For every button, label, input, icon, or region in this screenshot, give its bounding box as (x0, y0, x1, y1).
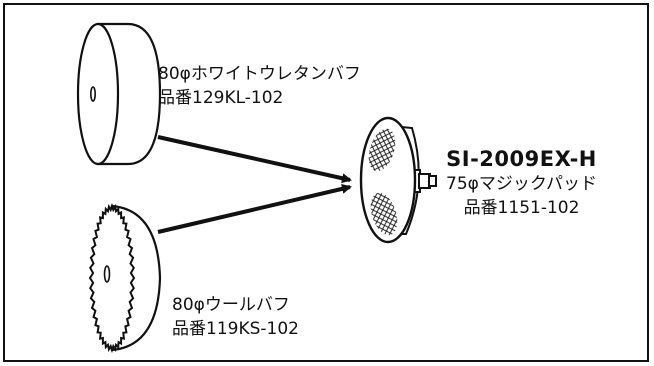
arrow-white-buff-to-pad (157, 135, 352, 184)
magic-pad-model: SI-2009EX-H (446, 147, 597, 171)
white-buff-label: 80φホワイトウレタンバフ 品番129KL-102 (158, 62, 361, 110)
white-urethane-buff-illustration (76, 22, 162, 166)
arrow-wool-buff-to-pad (157, 183, 352, 234)
white-buff-name: 80φホワイトウレタンバフ (158, 64, 361, 84)
magic-pad-name: 75φマジックパッド (446, 174, 597, 194)
wool-buff-illustration (88, 202, 162, 354)
wool-buff-part-number: 品番119KS-102 (172, 319, 299, 339)
magic-pad-illustration (359, 116, 437, 244)
magic-pad-part-number: 品番1151-102 (463, 198, 580, 218)
magic-pad-label: SI-2009EX-H 75φマジックパッド 品番1151-102 (446, 146, 597, 220)
white-buff-part-number: 品番129KL-102 (158, 88, 284, 108)
wool-buff-name: 80φウールバフ (172, 295, 290, 315)
wool-buff-label: 80φウールバフ 品番119KS-102 (172, 293, 299, 341)
